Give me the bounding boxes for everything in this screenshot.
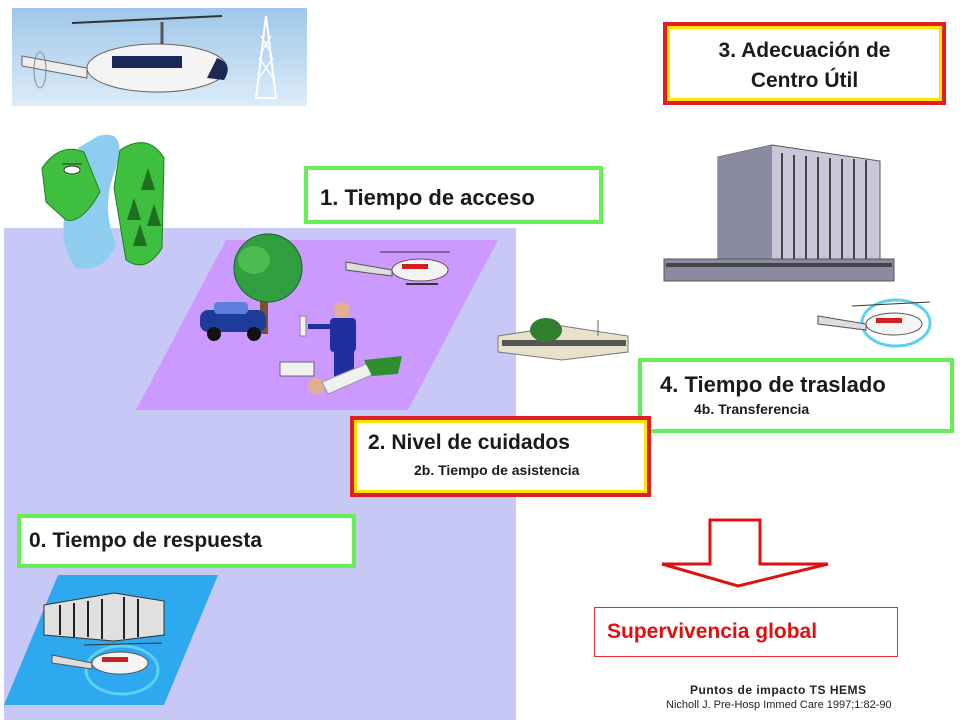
citation-reference: Nicholl J. Pre-Hosp Immed Care 1997;1:82… — [666, 699, 892, 711]
asistencia-label: 2b. Tiempo de asistencia — [414, 462, 580, 478]
transferencia-label: 4b. Transferencia — [694, 401, 810, 417]
helicopter-icon — [62, 163, 82, 175]
paramedic-icon — [299, 302, 356, 380]
base-plane — [4, 575, 218, 705]
paramedic-and-patient-icon — [279, 302, 402, 395]
adecuacion-line2: Centro Útil — [750, 69, 859, 92]
down-arrow-icon — [661, 518, 829, 588]
box-tiempo-respuesta: 0. Tiempo de respuesta — [17, 514, 356, 568]
citation-title: Puntos de impacto TS HEMS — [690, 683, 867, 697]
tree-and-car-icon — [200, 233, 303, 341]
cuidados-label: 2. Nivel de cuidados — [368, 431, 570, 454]
scene-helicopter-icon — [345, 251, 450, 285]
acceso-label: 1. Tiempo de acceso — [320, 185, 535, 210]
patient-icon — [308, 356, 402, 395]
tree-icon — [233, 233, 303, 334]
clinic-building-icon — [497, 318, 629, 361]
traslado-label: 4. Tiempo de traslado — [660, 372, 886, 397]
hospital-building-icon — [663, 144, 895, 282]
respuesta-label: 0. Tiempo de respuesta — [29, 529, 263, 552]
car-icon — [200, 302, 266, 341]
helicopter-photo — [12, 8, 307, 106]
box-nivel-cuidados: 2. Nivel de cuidados 2b. Tiempo de asist… — [350, 416, 651, 497]
outcome-label: Supervivencia global — [607, 620, 818, 643]
base-building-icon — [43, 592, 165, 642]
adecuacion-line1: 3. Adecuación de — [718, 39, 891, 62]
radio-tower-icon — [254, 15, 278, 99]
box-adecuacion-centro: 3. Adecuación de Centro Útil — [663, 22, 946, 105]
box-supervivencia-global: Supervivencia global — [594, 607, 898, 657]
box-tiempo-acceso: 1. Tiempo de acceso — [304, 166, 603, 224]
river-island-map-icon — [41, 134, 165, 269]
box-tiempo-traslado: 4. Tiempo de traslado 4b. Transferencia — [638, 358, 954, 433]
helipad-helicopter-icon — [817, 298, 932, 348]
